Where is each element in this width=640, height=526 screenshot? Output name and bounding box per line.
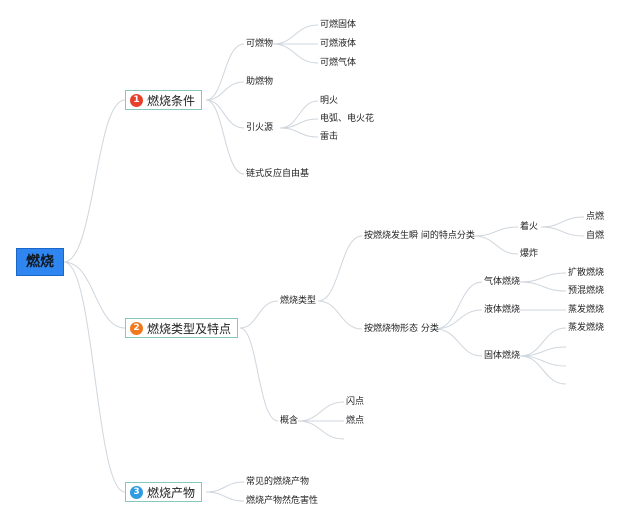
- node-solid-combustion[interactable]: 固体燃烧: [484, 351, 521, 361]
- node-combustion-types[interactable]: 燃烧类型: [280, 296, 317, 306]
- node-product-hazards[interactable]: 燃烧产物然危害性: [246, 496, 319, 506]
- node-ignite[interactable]: 着火: [520, 222, 539, 232]
- category-label: 燃烧类型及特点: [147, 321, 232, 336]
- node-combustible[interactable]: 可燃物: [246, 39, 274, 49]
- node-concepts[interactable]: 概含: [280, 416, 299, 426]
- node-combustible-liquid[interactable]: 可燃液体: [320, 39, 357, 49]
- badge-number-2: 2: [130, 321, 143, 335]
- node-flash-point[interactable]: 闪点: [346, 397, 365, 407]
- node-common-products[interactable]: 常见的燃烧产物: [246, 477, 310, 487]
- node-combustible-gas[interactable]: 可燃气体: [320, 58, 357, 68]
- category-node-conditions[interactable]: 1 燃烧条件: [125, 90, 203, 110]
- node-solid-evaporation[interactable]: 蒸发燃烧: [568, 323, 605, 333]
- node-spontaneous[interactable]: 自燃: [586, 231, 605, 241]
- node-open-flame[interactable]: 明火: [320, 96, 339, 106]
- node-electric-arc[interactable]: 电弧、电火花: [320, 114, 375, 124]
- category-node-types[interactable]: 2 燃烧类型及特点: [125, 318, 239, 338]
- node-by-moment[interactable]: 按燃烧发生瞬 间的特点分类: [364, 231, 475, 241]
- node-by-state[interactable]: 按燃烧物形态 分类: [364, 324, 439, 334]
- badge-number-3: 3: [130, 485, 143, 499]
- node-oxidizer[interactable]: 助燃物: [246, 77, 274, 87]
- node-chain-radical[interactable]: 链式反应自由基: [246, 169, 310, 179]
- node-premixed[interactable]: 预混燃烧: [568, 286, 605, 296]
- category-label: 燃烧产物: [147, 485, 196, 500]
- badge-number-1: 1: [130, 93, 143, 107]
- node-combustible-solid[interactable]: 可燃固体: [320, 20, 357, 30]
- node-liquid-evaporation[interactable]: 蒸发燃烧: [568, 305, 605, 315]
- node-liquid-combustion[interactable]: 液体燃烧: [484, 305, 521, 315]
- node-gas-combustion[interactable]: 气体燃烧: [484, 277, 521, 287]
- root-node[interactable]: 燃烧: [16, 248, 64, 276]
- node-ignition-point[interactable]: 点燃: [586, 212, 605, 222]
- node-ignition-source[interactable]: 引火源: [246, 123, 274, 133]
- category-label: 燃烧条件: [147, 93, 196, 108]
- node-explosion[interactable]: 爆炸: [520, 249, 539, 259]
- node-diffusion[interactable]: 扩散燃烧: [568, 268, 605, 278]
- category-node-products[interactable]: 3 燃烧产物: [125, 482, 203, 502]
- node-fire-point[interactable]: 燃点: [346, 416, 365, 426]
- node-lightning[interactable]: 雷击: [320, 132, 339, 142]
